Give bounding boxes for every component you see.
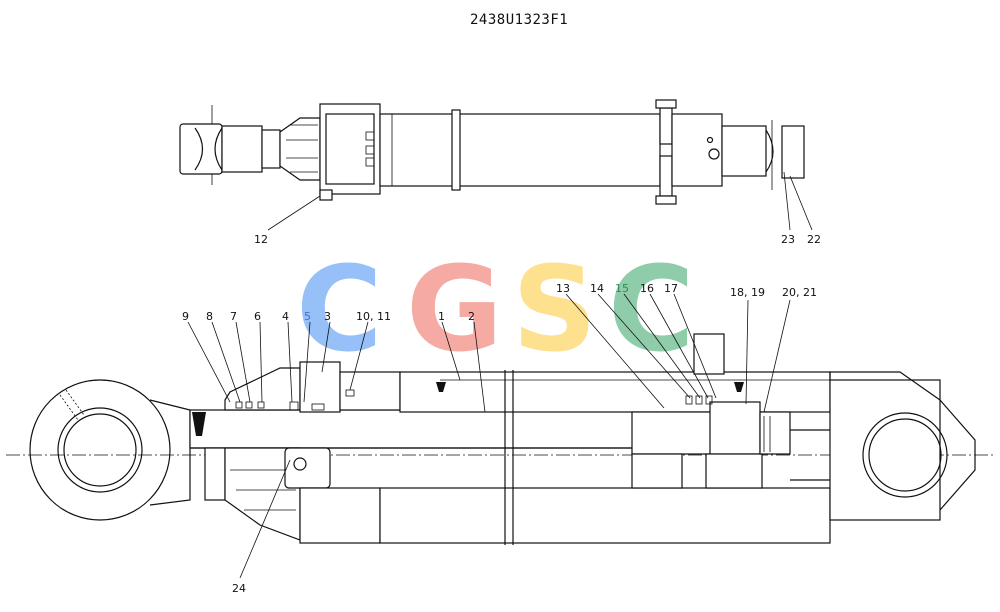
drawing-title: 2438U1323F1 bbox=[470, 12, 568, 28]
callout-5: 5 bbox=[304, 310, 311, 323]
section-view-leaders bbox=[187, 293, 791, 579]
top-view-callouts: 12 23 22 bbox=[254, 171, 821, 246]
section-view-callouts: 9 8 7 6 4 5 3 10, 11 1 2 13 14 15 16 17 … bbox=[182, 282, 817, 595]
section-view-cylinder bbox=[6, 333, 995, 545]
callout-6: 6 bbox=[254, 310, 261, 323]
callout-17: 17 bbox=[664, 282, 678, 295]
callout-4: 4 bbox=[282, 310, 289, 323]
callout-20-21: 20, 21 bbox=[782, 286, 817, 299]
top-view-cylinder bbox=[179, 99, 805, 205]
callout-22: 22 bbox=[807, 233, 821, 246]
callout-15: 15 bbox=[615, 282, 629, 295]
callout-18-19: 18, 19 bbox=[730, 286, 765, 299]
callout-16: 16 bbox=[640, 282, 654, 295]
callout-8: 8 bbox=[206, 310, 213, 323]
callout-9: 9 bbox=[182, 310, 189, 323]
callout-13: 13 bbox=[556, 282, 570, 295]
watermark-letter-1: C bbox=[296, 240, 383, 378]
callout-1: 1 bbox=[438, 310, 445, 323]
watermark-letter-3: S bbox=[512, 240, 597, 378]
callout-7: 7 bbox=[230, 310, 237, 323]
callout-24: 24 bbox=[232, 582, 246, 595]
callout-23: 23 bbox=[781, 233, 795, 246]
callout-2: 2 bbox=[468, 310, 475, 323]
cgsc-watermark: C G S C bbox=[296, 240, 695, 378]
callout-12: 12 bbox=[254, 233, 268, 246]
callout-14: 14 bbox=[590, 282, 604, 295]
callout-3: 3 bbox=[324, 310, 331, 323]
callout-10-11: 10, 11 bbox=[356, 310, 391, 323]
watermark-letter-4: C bbox=[608, 240, 695, 378]
watermark-letter-2: G bbox=[406, 240, 503, 378]
